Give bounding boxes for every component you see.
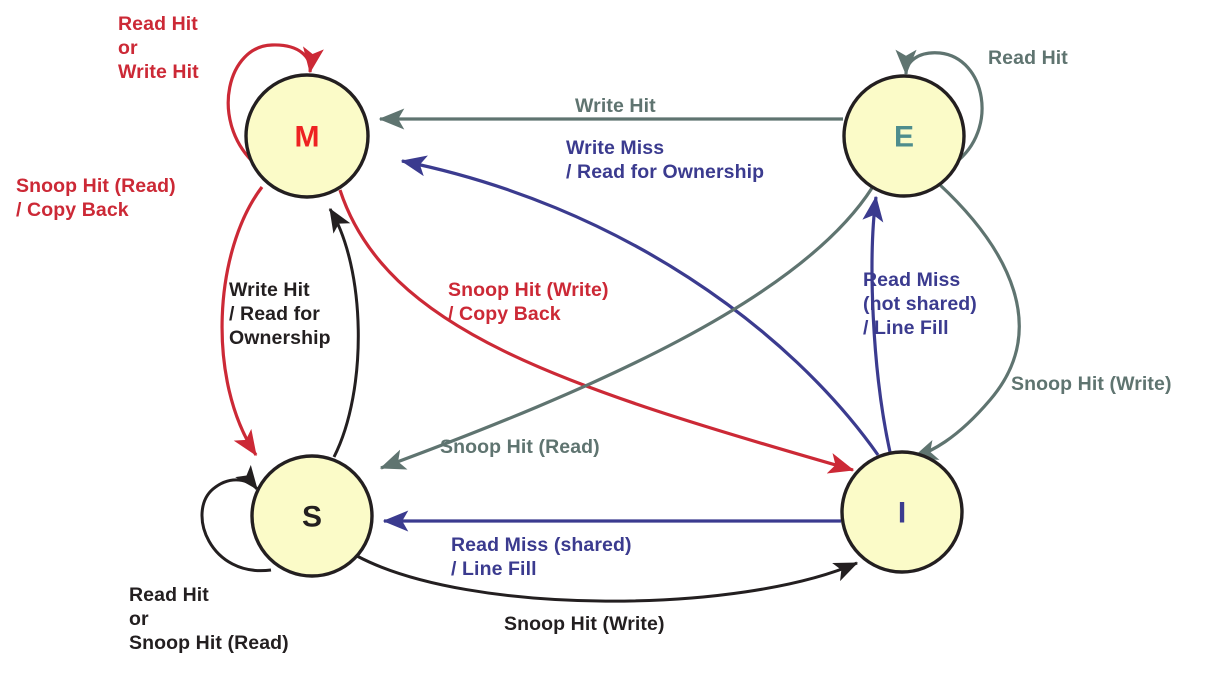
edge-label-m-self-loop: Read Hit or Write Hit (118, 13, 199, 83)
node-i[interactable]: I (840, 450, 964, 574)
node-m-label: M (295, 121, 320, 154)
edge-label-snoop-hit-write-s-to-i: Snoop Hit (Write) (504, 613, 665, 635)
edge-label-read-miss-shared-line-fill: Read Miss (shared) / Line Fill (451, 534, 632, 580)
edge-label-s-self-loop: Read Hit or Snoop Hit (Read) (129, 584, 289, 654)
edge-label-snoop-hit-read-e-to-s: Snoop Hit (Read) (440, 436, 600, 458)
edge-s-self-loop (200, 464, 272, 573)
edge-label-snoop-hit-read-copy-back: Snoop Hit (Read) / Copy Back (16, 175, 176, 221)
edge-e-to-i (911, 182, 1021, 460)
node-e-label: E (894, 121, 914, 154)
edge-i-to-m (400, 155, 880, 456)
node-m[interactable]: M (244, 73, 370, 199)
edge-i-to-e (862, 195, 892, 453)
edge-s-to-i (356, 554, 859, 603)
edge-m-to-s (220, 186, 264, 457)
node-i-label: I (898, 497, 906, 530)
edge-m-self-loop (226, 43, 324, 163)
edge-label-write-hit-read-for-ownership: Write Hit / Read for Ownership (229, 279, 331, 349)
edge-label-snoop-hit-write-e-to-i: Snoop Hit (Write) (1011, 373, 1172, 395)
edge-label-read-miss-not-shared-line-fill: Read Miss (not shared) / Line Fill (863, 269, 977, 339)
edge-label-write-miss-read-for-ownership: Write Miss / Read for Ownership (566, 137, 765, 183)
edge-e-to-s (379, 187, 874, 470)
edge-e-self-loop (895, 49, 984, 165)
edge-label-write-hit-e-to-m: Write Hit (575, 95, 656, 117)
node-s[interactable]: S (250, 454, 374, 578)
edge-label-e-self-loop: Read Hit (988, 47, 1068, 69)
edge-m-to-i (338, 189, 855, 474)
node-e[interactable]: E (842, 74, 966, 198)
edge-s-to-m (328, 207, 360, 458)
edge-label-snoop-hit-write-copy-back: Snoop Hit (Write) / Copy Back (448, 279, 609, 325)
node-s-label: S (302, 501, 322, 534)
